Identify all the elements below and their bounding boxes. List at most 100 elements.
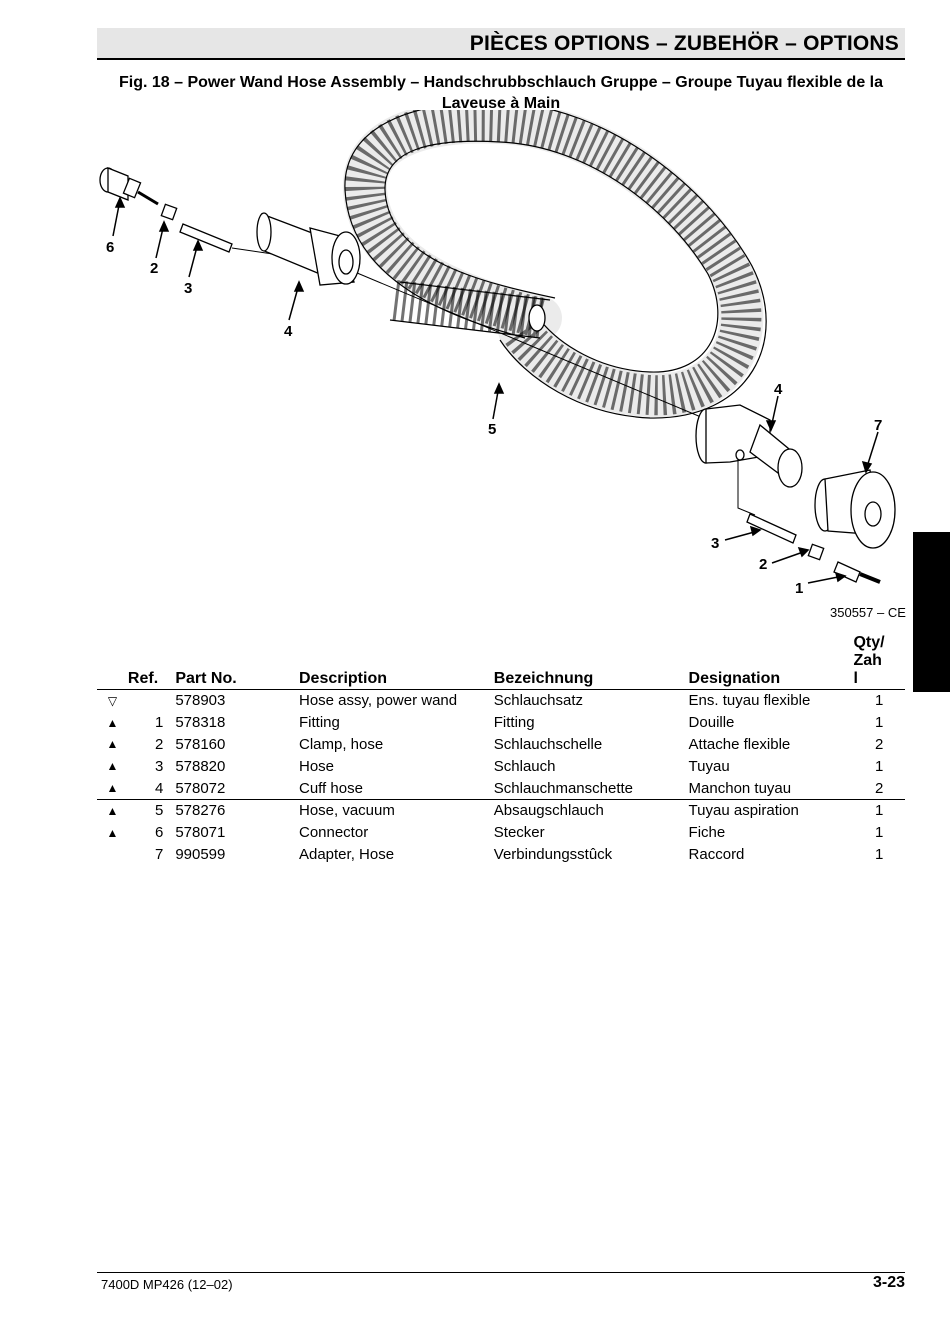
- header-bar: PIÈCES OPTIONS – ZUBEHÖR – OPTIONS: [97, 28, 905, 60]
- row-qty: 1: [875, 692, 884, 710]
- row-marker: ▲: [97, 777, 128, 800]
- section-tab: [913, 532, 950, 692]
- figure-code: 350557 – CE: [830, 605, 906, 620]
- callout-label: 3: [184, 280, 192, 297]
- callout-arrows: [112, 196, 879, 584]
- parts-table: Ref. Part No. Description Bezeichnung De…: [97, 634, 905, 865]
- row-qty: 1: [875, 757, 884, 775]
- row-marker: ▲: [106, 825, 119, 840]
- cuff-part-4-right: [695, 404, 803, 488]
- row-designation: Tuyau: [688, 757, 730, 775]
- table-header-row: Ref. Part No. Description Bezeichnung De…: [97, 634, 905, 690]
- row-description: Cuff hose: [298, 777, 494, 800]
- table-row: ▲ 2 578160 Clamp, hose Schlauchschelle A…: [97, 734, 905, 756]
- row-marker: [97, 844, 128, 866]
- vacuum-hose-loop: [342, 110, 764, 418]
- row-qty: 2: [875, 735, 884, 753]
- exploded-parts-diagram: 6 2 3 4 5 4 7 3 2 1: [99, 110, 896, 597]
- footer-divider: [97, 1272, 905, 1273]
- table-row: ▲ 1 578318 Fitting Fitting Douille 1: [97, 712, 905, 734]
- callout-labels: 6 2 3 4 5 4 7 3 2 1: [106, 239, 882, 597]
- fitting-part-1: [833, 561, 881, 584]
- row-marker: ▲: [106, 803, 119, 818]
- row-qty: 1: [875, 714, 884, 732]
- row-bezeichnung: Schlauchschelle: [493, 735, 603, 753]
- row-part-no: 578072: [175, 777, 299, 800]
- row-description: Hose, vacuum: [298, 802, 395, 820]
- row-part-no: 578160: [175, 735, 226, 753]
- row-ref: 1: [154, 714, 164, 732]
- row-ref: [128, 690, 175, 712]
- table-row: ▲ 5 578276 Hose, vacuum Absaugschlauch T…: [97, 799, 905, 821]
- clamp-part-2-right: [807, 543, 825, 561]
- page-number: 3-23: [872, 1274, 905, 1291]
- row-marker: ▽: [107, 693, 118, 708]
- callout-label: 3: [711, 535, 719, 552]
- row-part-no: 578820: [175, 757, 226, 775]
- callout-label: 2: [150, 260, 158, 277]
- table-row: ▲ 3 578820 Hose Schlauch Tuyau 1: [97, 755, 905, 777]
- row-part-no: 990599: [175, 845, 226, 863]
- row-marker: ▲: [106, 759, 119, 774]
- header-qty: Qty/ Zah l: [853, 634, 905, 690]
- row-part-no: 578071: [175, 824, 226, 842]
- row-marker: ▲: [106, 715, 119, 730]
- callout-label: 1: [795, 580, 803, 597]
- footer-doc-id: 7400D MP426 (12–02): [101, 1277, 233, 1292]
- header-description: Description: [298, 634, 494, 690]
- header-part-no: Part No.: [175, 634, 299, 690]
- page-title: PIÈCES OPTIONS – ZUBEHÖR – OPTIONS: [469, 32, 899, 55]
- header-ref: Ref.: [127, 634, 176, 690]
- row-ref: 5: [154, 802, 164, 820]
- row-ref: 4: [127, 777, 176, 800]
- row-part-no: 578903: [175, 692, 226, 710]
- row-part-no: 578318: [175, 714, 226, 732]
- header-designation: Designation: [688, 634, 854, 690]
- callout-label: 4: [774, 381, 783, 398]
- row-bezeichnung: Schlauch: [493, 757, 556, 775]
- row-description: Hose: [298, 757, 335, 775]
- row-bezeichnung: Schlauchsatz: [493, 692, 583, 710]
- small-hose-part-3-right: [746, 513, 797, 544]
- table-row: ▲ 4 578072 Cuff hose Schlauchmanschette …: [97, 777, 905, 800]
- row-designation: Fiche: [688, 824, 726, 842]
- small-hose-part-3-left: [179, 223, 233, 253]
- row-ref: 7: [154, 845, 164, 863]
- callout-label: 7: [874, 417, 882, 434]
- row-bezeichnung: Fitting: [493, 714, 535, 732]
- row-designation: Tuyau aspiration: [688, 802, 799, 820]
- row-bezeichnung: Absaugschlauch: [493, 802, 604, 820]
- row-qty: 1: [875, 824, 884, 842]
- row-designation: Douille: [688, 714, 735, 732]
- row-description: Fitting: [298, 714, 340, 732]
- callout-label: 4: [284, 323, 293, 340]
- row-description: Clamp, hose: [298, 735, 384, 753]
- figure-title: Fig. 18 – Power Wand Hose Assembly – Han…: [97, 72, 905, 114]
- row-ref: 2: [154, 735, 164, 753]
- row-qty: 2: [853, 777, 905, 800]
- header-bezeichnung: Bezeichnung: [493, 634, 689, 690]
- callout-label: 2: [759, 556, 767, 573]
- callout-label: 5: [488, 421, 496, 438]
- row-description: Adapter, Hose: [298, 845, 395, 863]
- row-designation: Manchon tuyau: [688, 777, 854, 800]
- row-qty: 1: [875, 845, 884, 863]
- connector-part-6: [99, 167, 159, 206]
- table-row: 7 990599 Adapter, Hose Verbindungsstûck …: [97, 844, 905, 866]
- figure-title-line2: Laveuse à Main: [441, 95, 561, 112]
- cuff-part-4-left: [256, 212, 361, 286]
- adapter-part-7: [814, 469, 896, 549]
- clamp-part-2-left: [160, 203, 178, 221]
- row-designation: Attache flexible: [688, 735, 791, 753]
- callout-label: 6: [106, 239, 114, 256]
- row-designation: Raccord: [688, 845, 745, 863]
- row-ref: 6: [154, 824, 164, 842]
- table-row: ▽ 578903 Hose assy, power wand Schlauchs…: [97, 690, 905, 712]
- row-designation: Ens. tuyau flexible: [688, 692, 811, 710]
- row-marker: ▲: [106, 737, 119, 752]
- row-qty: 1: [875, 802, 884, 820]
- row-description: Hose assy, power wand: [298, 692, 458, 710]
- table-row: ▲ 6 578071 Connector Stecker Fiche 1: [97, 822, 905, 844]
- row-part-no: 578276: [175, 802, 226, 820]
- row-description: Connector: [298, 824, 369, 842]
